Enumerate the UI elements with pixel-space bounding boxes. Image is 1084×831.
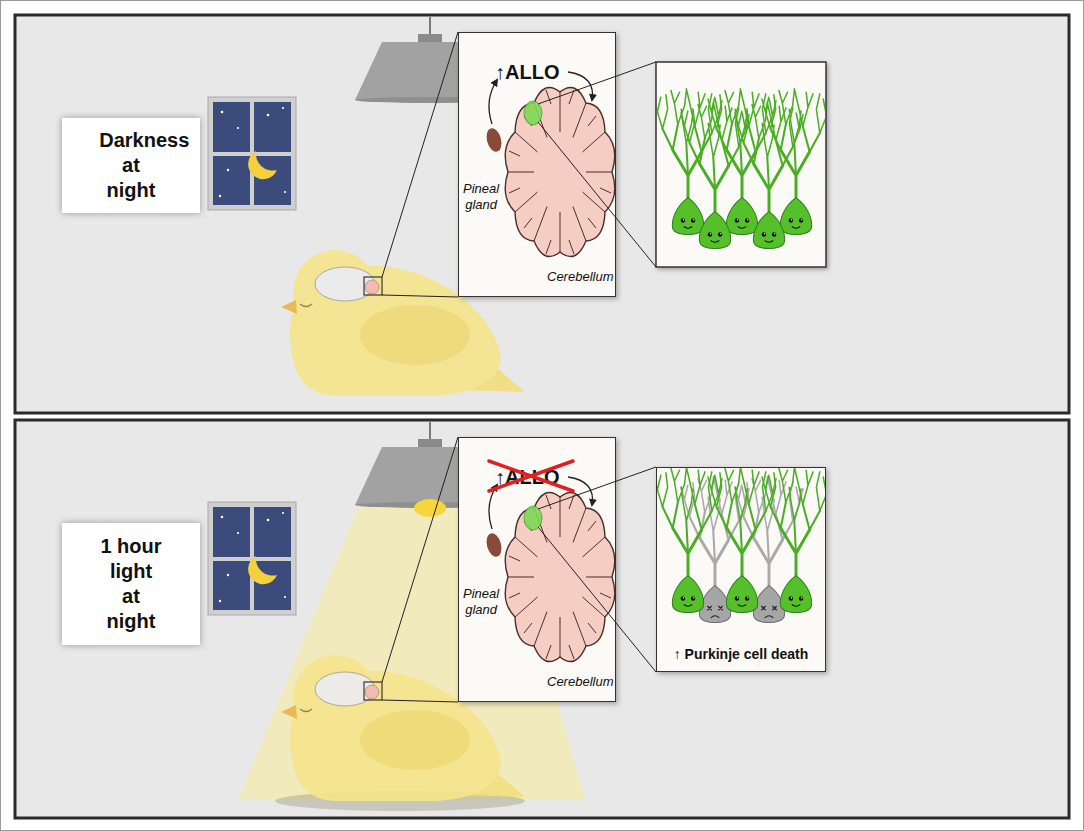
zoom-line — [382, 32, 458, 277]
zoom-inset: ↑ALLO Pineal glandCerebellum — [458, 32, 616, 297]
zoom-line — [382, 700, 458, 702]
panel-label: Darkness at night — [99, 128, 163, 203]
inset-text: Cerebellum — [547, 674, 613, 690]
dendrite-tree — [762, 468, 825, 579]
dead-cell — [753, 586, 784, 623]
dendrite-tree — [708, 468, 776, 579]
purkinje-cell — [780, 576, 811, 613]
inset-text: ↑ALLO — [495, 465, 559, 489]
zoom-inset — [656, 62, 826, 267]
zoom-line — [538, 467, 656, 509]
purkinje-cell — [780, 198, 811, 235]
purkinje-cell — [726, 198, 757, 235]
cerebellum-drawing — [484, 72, 615, 257]
dendrite-tree — [762, 89, 825, 201]
window — [208, 97, 296, 210]
inset-text: Cerebellum — [547, 269, 613, 285]
purkinje-cell — [753, 212, 784, 249]
zoom-line — [538, 62, 656, 104]
dendrite-tree — [735, 477, 803, 589]
label-box: 1 hour light at night — [62, 523, 200, 645]
label-box: Darkness at night — [62, 118, 200, 213]
zoom-inset: ↑ALLO Pineal glandCerebellum — [458, 437, 616, 702]
dendrite-tree — [657, 468, 722, 579]
panel — [15, 420, 1069, 818]
dendrite-tree — [708, 89, 776, 201]
cross-out — [489, 461, 573, 491]
zoom-inset: ↑ Purkinje cell death — [656, 467, 826, 672]
dendrite-tree — [735, 103, 803, 215]
purkinje-cells — [657, 468, 825, 623]
panel-label: 1 hour light at night — [99, 534, 163, 634]
panel — [15, 15, 1069, 413]
dendrite-tree — [681, 103, 749, 215]
purkinje-cell — [726, 576, 757, 613]
dendrite-tree — [657, 89, 722, 201]
zoom-line — [538, 527, 656, 672]
lamp-bulb — [414, 499, 446, 517]
zoom-line — [382, 295, 458, 297]
inset-text: ↑ALLO — [495, 60, 559, 84]
cross-out — [489, 461, 573, 491]
inset-text: Pineal gland — [463, 586, 499, 617]
inset-text: Pineal gland — [463, 181, 499, 212]
zoom-line — [538, 122, 656, 267]
inset-text: ↑ Purkinje cell death — [657, 646, 825, 663]
dead-cell — [699, 586, 730, 623]
dendrite-tree — [681, 477, 749, 589]
zoom-line — [382, 437, 458, 682]
window — [208, 502, 296, 615]
purkinje-cell — [672, 198, 703, 235]
purkinje-cells — [657, 89, 825, 249]
purkinje-cell — [699, 212, 730, 249]
cerebellum-drawing — [484, 477, 615, 662]
purkinje-cell — [672, 576, 703, 613]
